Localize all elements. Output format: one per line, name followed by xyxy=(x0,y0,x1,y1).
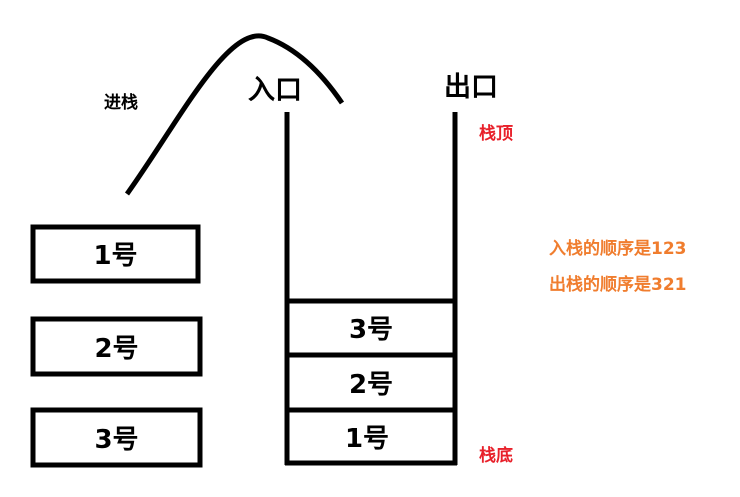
push-label: 进栈 xyxy=(104,92,138,113)
waiting-item-box xyxy=(30,407,203,468)
stack-item-label: 2号 xyxy=(349,370,393,400)
entrance-label: 入口 xyxy=(248,75,302,106)
waiting-item-label: 3号 xyxy=(94,425,138,455)
waiting-item-label: 1号 xyxy=(93,241,137,271)
stack-item-label: 3号 xyxy=(349,315,393,345)
waiting-item-box xyxy=(30,224,201,284)
push-order-note: 入栈的顺序是123 xyxy=(549,238,687,259)
stack-top-label: 栈顶 xyxy=(479,123,513,144)
stack-bottom-label: 栈底 xyxy=(479,445,513,466)
pop-order-note: 出栈的顺序是321 xyxy=(549,274,687,295)
exit-label: 出口 xyxy=(444,72,498,103)
waiting-item-box xyxy=(30,316,203,377)
push-arc xyxy=(124,33,345,196)
stack-item-label: 1号 xyxy=(345,424,389,454)
waiting-item-label: 2号 xyxy=(94,334,138,364)
